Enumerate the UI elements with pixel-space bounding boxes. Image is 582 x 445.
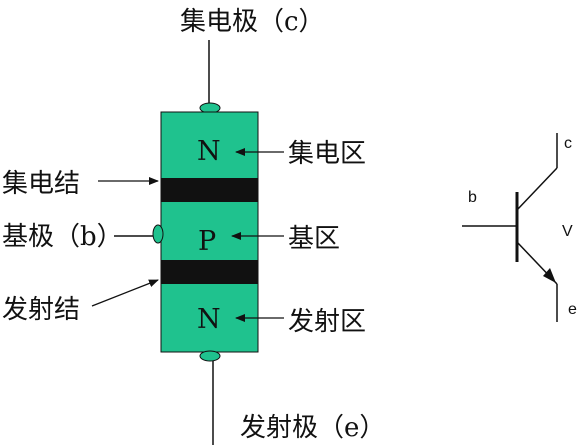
symbol-collector-diagonal <box>516 167 558 211</box>
region-top-letter: N <box>197 136 221 167</box>
base-region-label: 基区 <box>288 224 340 254</box>
collector-label: 集电极（c） <box>180 7 325 37</box>
emitter-contact <box>199 350 221 362</box>
symbol-emitter-letter: e <box>568 301 577 318</box>
region-middle-letter: P <box>198 226 216 257</box>
collector-region-label: 集电区 <box>288 139 366 169</box>
symbol-base-letter: b <box>468 189 477 206</box>
collector-junction-label: 集电结 <box>2 169 80 199</box>
collector-junction-bar <box>161 178 258 202</box>
base-label: 基极（b） <box>2 222 123 252</box>
emitter-label: 发射极（e） <box>240 413 385 443</box>
region-bottom-letter: N <box>197 304 221 335</box>
base-contact <box>152 224 164 244</box>
emitter-junction-bar <box>161 260 258 284</box>
symbol-emitter-arrowhead <box>543 268 556 283</box>
symbol-type-letter: V <box>562 223 573 240</box>
transistor-symbol: b c e V <box>462 133 577 322</box>
emitter-junction-arrow <box>91 279 159 307</box>
emitter-region-label: 发射区 <box>288 307 366 337</box>
emitter-junction-label: 发射结 <box>2 295 80 325</box>
symbol-collector-letter: c <box>564 135 572 152</box>
